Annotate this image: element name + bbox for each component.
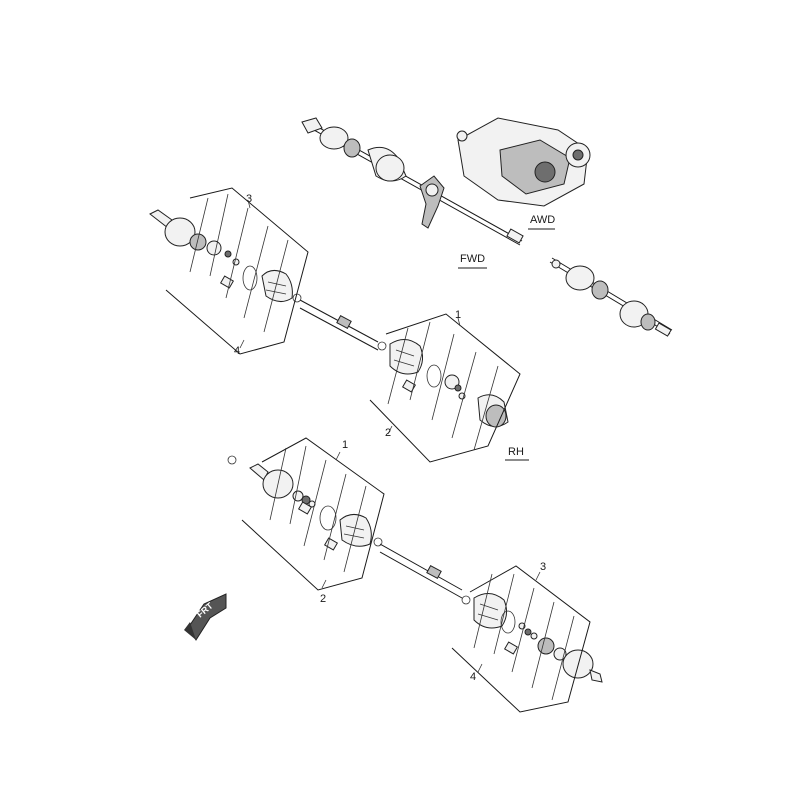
transfer-case: [456, 117, 591, 207]
callout-lower-outer-boot: 4: [470, 671, 476, 683]
awd-label: AWD: [530, 214, 555, 226]
upper-exploded-driveshaft: 3 4 1 2: [149, 187, 521, 463]
callout-lower-inner-boot: 2: [320, 593, 326, 605]
fwd-label: FWD: [460, 253, 485, 265]
callout-upper-inner-boot: 2: [385, 427, 391, 439]
callout-upper-outer-kit: 3: [246, 193, 252, 205]
awd-driveshaft-assembly: AWD: [301, 117, 591, 246]
callout-upper-inner-kit: 1: [455, 309, 461, 321]
front-arrow-icon: FRT: [184, 593, 227, 641]
callout-lower-inner-kit: 1: [342, 439, 348, 451]
rh-label: RH: [508, 446, 524, 458]
lower-exploded-driveshaft: 1 2 3 4: [227, 437, 603, 713]
fwd-driveshaft-assembly: [549, 257, 673, 337]
callout-upper-outer-boot: 4: [234, 345, 240, 357]
callout-lower-outer-kit: 3: [540, 561, 546, 573]
